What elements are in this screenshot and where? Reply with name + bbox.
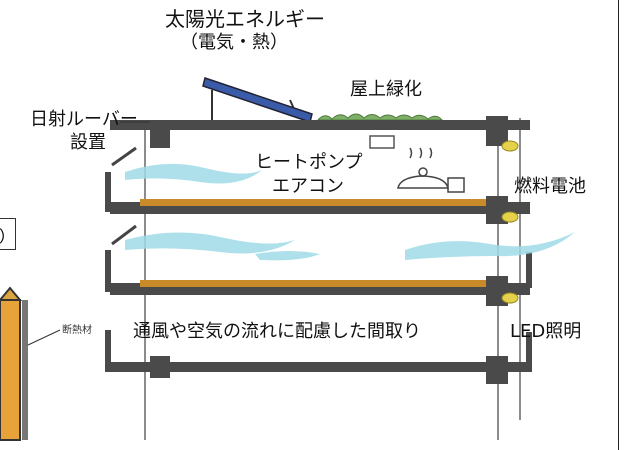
- label-louver-line1: 日射ルーバー: [30, 109, 138, 130]
- label-solar-sub: （電気・熱）: [180, 32, 288, 53]
- fuel-cell-unit: [397, 147, 465, 193]
- roof-slab: [110, 116, 530, 149]
- solar-panel: [202, 77, 313, 123]
- solar-louvers: [111, 146, 137, 246]
- frame-right-border: [618, 0, 619, 450]
- left-box-text: ）: [0, 227, 16, 246]
- label-fuel-cell: 燃料電池: [514, 176, 586, 197]
- label-heat-pump-line2: エアコン: [272, 176, 344, 197]
- led-lights: [501, 140, 519, 304]
- left-building-fragment: [0, 286, 61, 441]
- air-flow: [125, 163, 575, 261]
- rooftop-greenery: [316, 113, 444, 121]
- label-heat-pump-line1: ヒートポンプ: [255, 152, 363, 173]
- left-callout-box: ）: [0, 218, 16, 250]
- label-rooftop-greening: 屋上緑化: [350, 79, 422, 100]
- label-insulation: 断熱材: [62, 325, 92, 336]
- floor-slab-2: [105, 250, 532, 306]
- label-louver-line2: 設置: [70, 132, 106, 153]
- label-solar-energy: 太陽光エネルギー: [165, 7, 325, 31]
- label-ventilation-layout: 通風や空気の流れに配慮した間取り: [133, 321, 421, 342]
- floor-slab-1: [105, 172, 530, 224]
- floor-slab-3: [105, 330, 532, 384]
- label-led-lighting: LED照明: [510, 321, 582, 342]
